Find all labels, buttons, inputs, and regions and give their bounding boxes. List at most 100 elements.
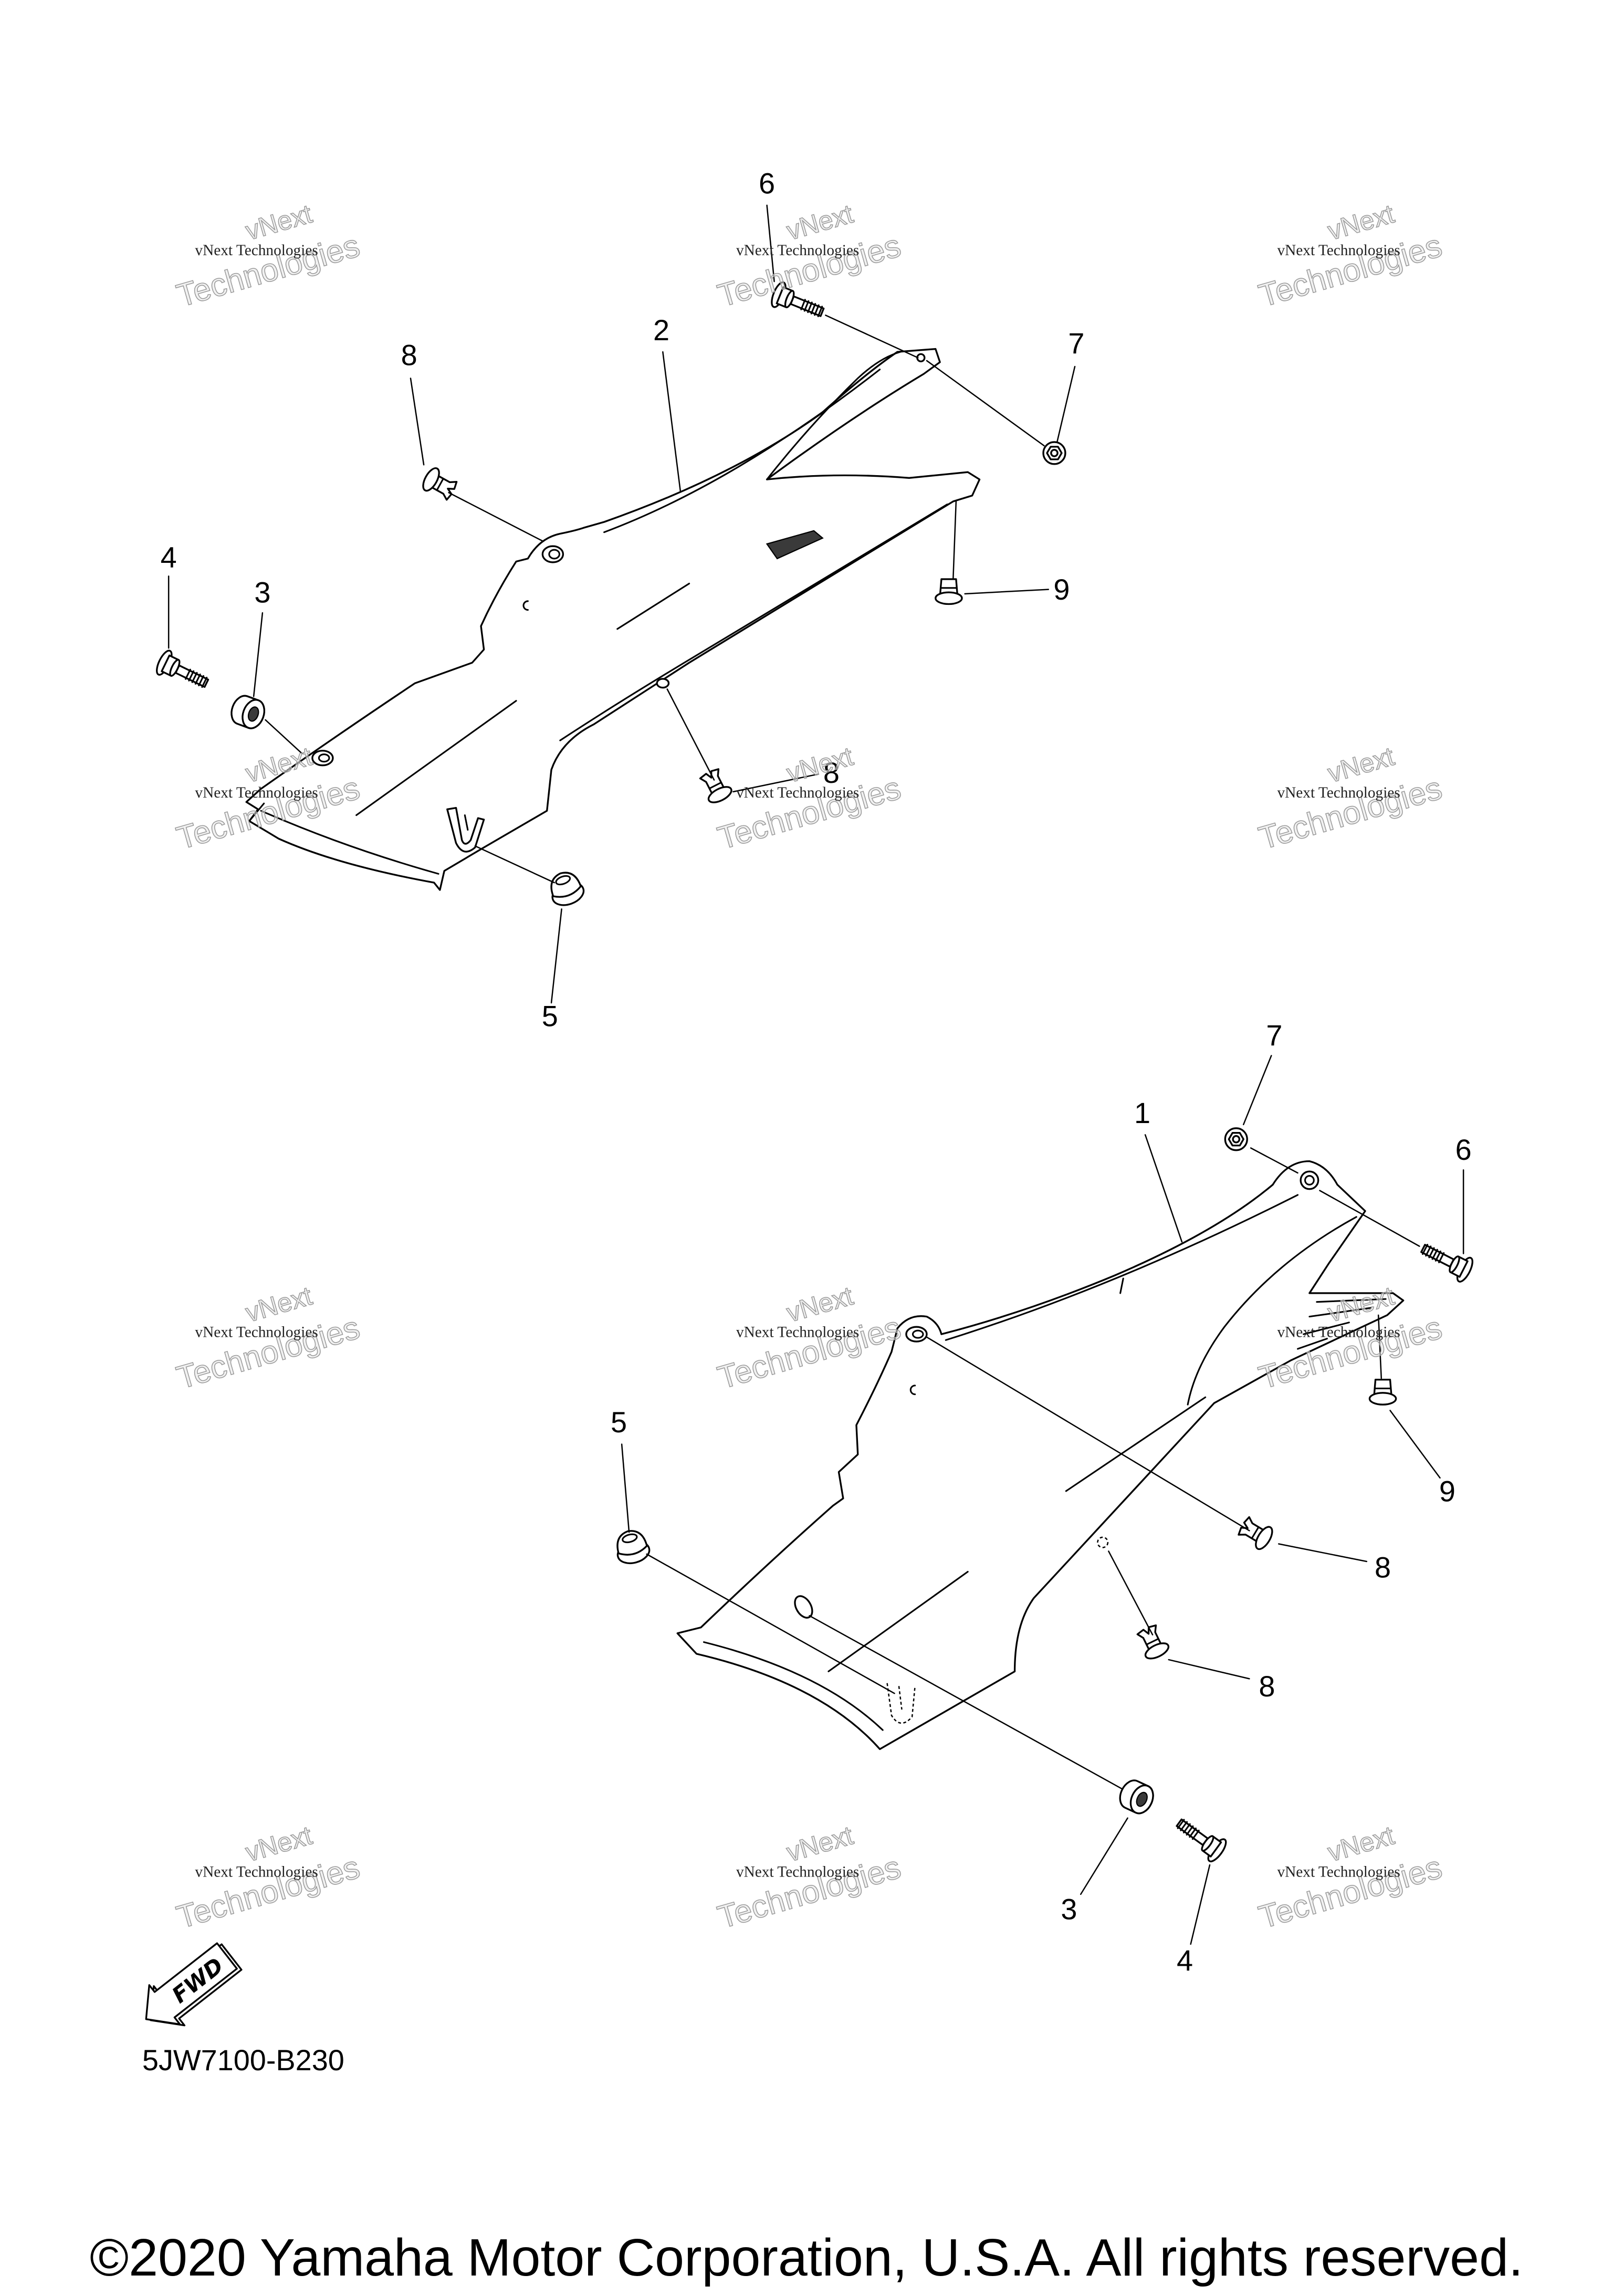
callout-lower-bolt: 6 <box>1455 1133 1472 1166</box>
grommet-3-upper <box>227 691 269 732</box>
upper-cover-ridge <box>603 369 881 533</box>
upper-assembly: 6 8 2 7 4 3 9 8 5 <box>153 167 1084 1033</box>
upper-cover-outline <box>245 348 981 891</box>
nut-clip-9-upper <box>935 578 963 605</box>
bolt-4-lower <box>1170 1811 1230 1865</box>
upper-cover-creases <box>248 582 690 875</box>
callout-upper-nut: 7 <box>1068 327 1084 360</box>
callout-lower-nut: 7 <box>1266 1019 1282 1052</box>
nut-7-upper <box>1042 441 1066 465</box>
upper-cover-slot <box>766 530 824 560</box>
watermark-small-text: vNext Technologies <box>195 1863 318 1880</box>
callout-upper-grommet: 3 <box>254 576 270 609</box>
lower-hidden-u-clip <box>886 1683 916 1724</box>
upper-leader-lines <box>167 204 1076 1004</box>
nut-7-lower <box>1224 1127 1248 1151</box>
callout-upper-bolt-b: 4 <box>161 541 177 574</box>
upper-u-clip-tab <box>464 814 469 831</box>
nut-clip-9-lower <box>1368 1379 1397 1406</box>
copyright-notice: ©2020 Yamaha Motor Corporation, U.S.A. A… <box>90 2228 1523 2287</box>
upper-grommet-hole-inner <box>318 753 330 763</box>
lower-hook-mark <box>909 1385 916 1396</box>
rivet-8-upper-a <box>419 465 460 504</box>
cap-5-upper <box>544 867 588 910</box>
upper-mount-hole-inner <box>548 549 560 560</box>
callout-upper-nut-clip: 9 <box>1053 573 1070 606</box>
lower-cover-ridge <box>945 1194 1299 1341</box>
watermark-line-1: vNext <box>783 1281 856 1328</box>
callout-upper-bolt: 6 <box>759 167 775 200</box>
watermark-small-text: vNext Technologies <box>736 1324 859 1341</box>
grommet-3-lower <box>1115 1776 1158 1818</box>
watermark-line-1: vNext <box>1324 741 1397 788</box>
callout-upper-rivet-b: 8 <box>823 756 840 789</box>
upper-cover-hump <box>766 351 902 480</box>
lower-grommet-hole <box>794 1595 813 1619</box>
watermark-small-text: vNext Technologies <box>1277 242 1400 259</box>
upper-side-cover <box>245 348 981 891</box>
upper-hook-mark <box>522 600 529 611</box>
watermark-small-text: vNext Technologies <box>1277 1324 1400 1341</box>
callout-lower-nut-clip: 9 <box>1439 1474 1455 1507</box>
diagram-code: 5JW7100-B230 <box>142 2043 344 2077</box>
lower-mount-hole-inner <box>912 1329 924 1339</box>
rivet-8-lower-a <box>1235 1513 1276 1553</box>
watermark-small-text: vNext Technologies <box>195 784 318 801</box>
lower-cover-outline <box>676 1160 1405 1750</box>
callout-lower-cap: 5 <box>611 1406 627 1439</box>
watermark-small-text: vNext Technologies <box>195 1324 318 1341</box>
watermark-line-1: vNext <box>783 1820 856 1867</box>
lower-leader-lines <box>621 1055 1464 1945</box>
watermark-small-text: vNext Technologies <box>736 784 859 801</box>
lower-mount-hole <box>905 1326 928 1343</box>
watermark-line-1: vNext <box>783 199 856 246</box>
lower-side-cover <box>676 1160 1405 1750</box>
watermark-small-text: vNext Technologies <box>736 242 859 259</box>
upper-cover-flange-line <box>559 504 948 741</box>
watermark-small-text: vNext Technologies <box>1277 784 1400 801</box>
lower-assembly: 7 1 6 5 9 8 8 3 4 <box>611 1019 1476 1977</box>
callout-lower-cover: 1 <box>1134 1096 1150 1129</box>
forward-arrow-body <box>145 1942 238 2026</box>
watermark-small-text: vNext Technologies <box>1277 1863 1400 1880</box>
watermark-line-1: vNext <box>242 199 315 246</box>
rivet-8-upper-b <box>696 766 735 806</box>
forward-arrow-icon: FWD <box>145 1942 243 2027</box>
lower-cover-flange-hatch <box>1297 1298 1387 1350</box>
lower-tab-hole <box>1300 1170 1319 1190</box>
upper-clip-hole <box>656 678 670 689</box>
lower-cover-tail-curve <box>1187 1216 1357 1406</box>
watermark-line-1: vNext <box>1324 199 1397 246</box>
rivet-8-lower-b <box>1134 1622 1172 1663</box>
callout-lower-rivet-b: 8 <box>1259 1670 1275 1703</box>
callout-upper-rivet-a: 8 <box>401 338 417 371</box>
bolt-6-lower <box>1416 1235 1476 1285</box>
watermark-line-1: vNext <box>783 741 856 788</box>
upper-u-clip <box>446 806 485 853</box>
callout-upper-cover: 2 <box>653 313 669 347</box>
watermark-line-1: vNext <box>242 1281 315 1328</box>
upper-grommet-hole <box>311 750 334 767</box>
lower-clip-hole <box>1097 1536 1109 1548</box>
watermark-line-1: vNext <box>242 1820 315 1867</box>
watermark-line-1: vNext <box>1324 1820 1397 1867</box>
callout-lower-grommet: 3 <box>1061 1892 1077 1925</box>
bolt-4-upper <box>153 647 213 696</box>
watermark-small-text: vNext Technologies <box>736 1863 859 1880</box>
callout-lower-bolt-b: 4 <box>1177 1944 1193 1977</box>
callout-upper-cap: 5 <box>542 1000 558 1033</box>
lower-tab-hole-inner <box>1304 1175 1315 1186</box>
cap-5-lower <box>611 1526 653 1568</box>
lower-cover-creases <box>703 1277 1207 1731</box>
